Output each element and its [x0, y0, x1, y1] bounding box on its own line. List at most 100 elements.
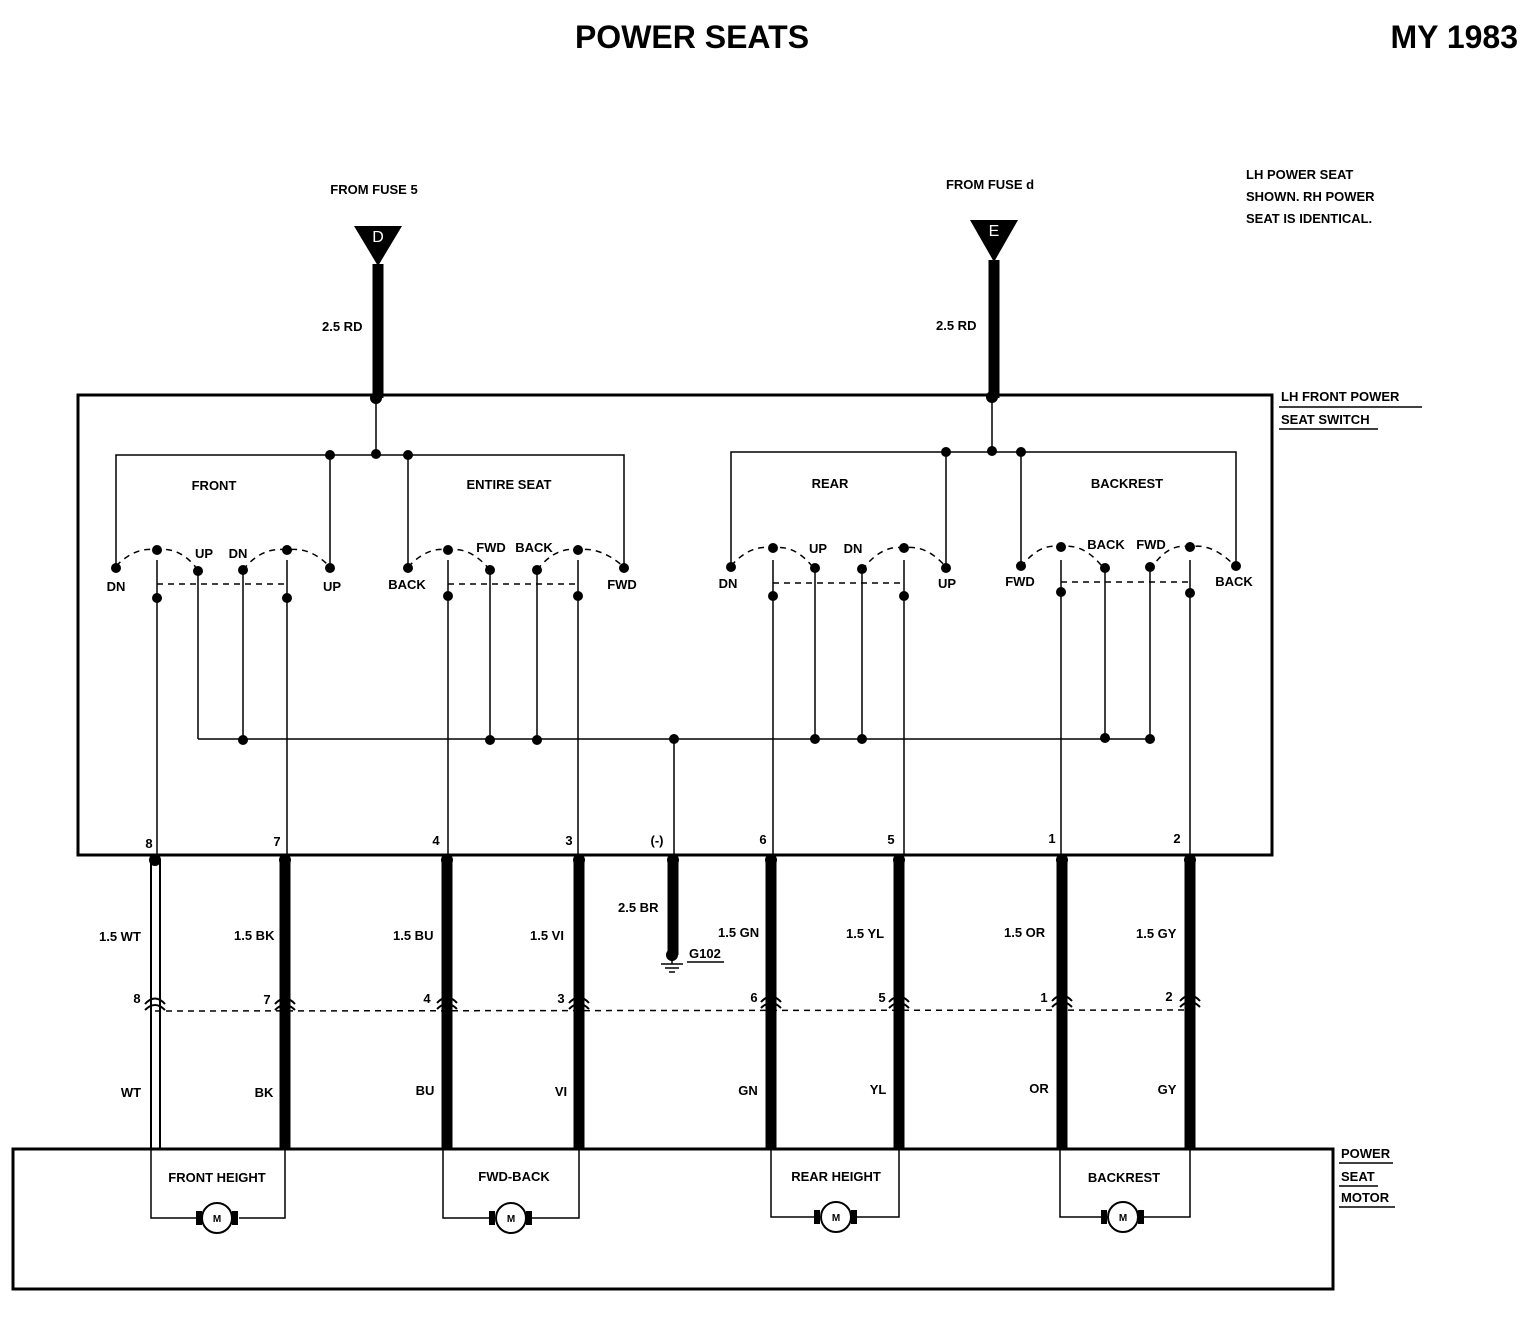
motor-backrest: BACKREST M — [1088, 1170, 1160, 1233]
feed-label: FROM FUSE 5 — [330, 182, 417, 197]
svg-text:DN: DN — [229, 546, 248, 561]
svg-text:8: 8 — [145, 836, 152, 851]
svg-text:1.5 GY: 1.5 GY — [1136, 926, 1177, 941]
ground-point-label: G102 — [689, 946, 721, 961]
svg-text:M: M — [1119, 1213, 1127, 1224]
svg-text:1.5 BU: 1.5 BU — [393, 928, 433, 943]
connector-triangle — [970, 220, 1018, 262]
section-rear-title: REAR — [812, 476, 849, 491]
svg-text:BACKREST: BACKREST — [1088, 1170, 1160, 1185]
note: LH POWER SEAT SHOWN. RH POWER SEAT IS ID… — [1246, 167, 1375, 226]
svg-text:GY: GY — [1158, 1082, 1177, 1097]
svg-text:5: 5 — [887, 832, 894, 847]
svg-text:4: 4 — [432, 833, 440, 848]
motor-fwd-back: FWD-BACK M — [478, 1169, 550, 1234]
svg-text:FWD-BACK: FWD-BACK — [478, 1169, 550, 1184]
svg-text:1.5 GN: 1.5 GN — [718, 925, 759, 940]
switch-box-outline — [76, 393, 1274, 857]
model-year: MY 1983 — [1391, 19, 1519, 55]
svg-text:BACK: BACK — [515, 540, 553, 555]
svg-text:UP: UP — [195, 546, 213, 561]
inline-connector: 8 7 4 3 6 5 1 2 — [133, 989, 1201, 1012]
svg-text:6: 6 — [750, 990, 757, 1005]
svg-text:SEAT: SEAT — [1341, 1169, 1375, 1184]
svg-text:2: 2 — [1173, 831, 1180, 846]
svg-text:(-): (-) — [651, 833, 664, 848]
svg-text:1.5 YL: 1.5 YL — [846, 926, 884, 941]
connector-letter: D — [372, 229, 384, 246]
svg-text:FRONT HEIGHT: FRONT HEIGHT — [168, 1170, 266, 1185]
svg-text:BACK: BACK — [388, 577, 426, 592]
svg-text:UP: UP — [938, 576, 956, 591]
switch-box-label: LH FRONT POWER — [1281, 389, 1400, 404]
svg-text:VI: VI — [555, 1084, 567, 1099]
svg-text:8: 8 — [133, 991, 140, 1006]
wire-labels: 1.5 WT 1.5 BK 1.5 BU 1.5 VI 1.5 GN 1.5 Y… — [99, 925, 1177, 944]
svg-text:GN: GN — [738, 1083, 758, 1098]
svg-text:1.5 OR: 1.5 OR — [1004, 925, 1046, 940]
connector-triangle — [354, 226, 402, 266]
svg-text:DN: DN — [107, 579, 126, 594]
svg-text:BK: BK — [255, 1085, 274, 1100]
svg-text:3: 3 — [557, 991, 564, 1006]
feed-e: FROM FUSE d E 2.5 RD — [936, 177, 1034, 398]
motor-front-height: FRONT HEIGHT M — [168, 1170, 266, 1234]
svg-text:1: 1 — [1048, 831, 1055, 846]
svg-text:WT: WT — [121, 1085, 141, 1100]
svg-text:1: 1 — [1040, 990, 1047, 1005]
motor-rear-height: REAR HEIGHT M — [791, 1169, 881, 1233]
svg-text:7: 7 — [273, 834, 280, 849]
switch-bus — [115, 398, 1237, 856]
note-line: SEAT IS IDENTICAL. — [1246, 211, 1372, 226]
connector-letter: E — [989, 223, 1000, 240]
svg-text:1.5 VI: 1.5 VI — [530, 928, 564, 943]
svg-text:YL: YL — [870, 1082, 887, 1097]
motor-box: POWER SEAT MOTOR FRONT HEIGHT M FWD-BACK — [11, 1146, 1395, 1291]
switch-pin-numbers: 8 7 4 3 (-) 6 5 1 2 — [145, 831, 1180, 851]
section-front-title: FRONT — [192, 478, 237, 493]
page-title: POWER SEATS — [575, 19, 809, 55]
svg-text:1.5 BK: 1.5 BK — [234, 928, 275, 943]
svg-text:5: 5 — [878, 990, 885, 1005]
svg-text:MOTOR: MOTOR — [1341, 1190, 1390, 1205]
section-backrest-title: BACKREST — [1091, 476, 1163, 491]
svg-text:FWD: FWD — [1005, 574, 1035, 589]
note-line: SHOWN. RH POWER — [1246, 189, 1375, 204]
svg-text:BACK: BACK — [1215, 574, 1253, 589]
svg-text:UP: UP — [809, 541, 827, 556]
contact-labels: DN UP DN UP BACK FWD BACK FWD DN UP DN U… — [107, 537, 1254, 594]
svg-text:4: 4 — [423, 991, 431, 1006]
svg-text:3: 3 — [565, 833, 572, 848]
svg-text:FWD: FWD — [607, 577, 637, 592]
svg-text:2: 2 — [1165, 989, 1172, 1004]
feed-wire-label: 2.5 RD — [322, 319, 362, 334]
svg-text:DN: DN — [844, 541, 863, 556]
feed-d: FROM FUSE 5 D 2.5 RD — [322, 182, 418, 398]
svg-text:OR: OR — [1029, 1081, 1049, 1096]
svg-text:1.5 WT: 1.5 WT — [99, 929, 141, 944]
svg-text:BACK: BACK — [1087, 537, 1125, 552]
junction-dots — [111, 391, 1241, 745]
svg-text:BU: BU — [416, 1083, 435, 1098]
svg-text:DN: DN — [719, 576, 738, 591]
svg-text:FWD: FWD — [1136, 537, 1166, 552]
svg-text:M: M — [832, 1213, 840, 1224]
feed-label: FROM FUSE d — [946, 177, 1034, 192]
svg-text:M: M — [213, 1214, 221, 1225]
ground-wire-label: 2.5 BR — [618, 900, 659, 915]
svg-text:M: M — [507, 1214, 515, 1225]
note-line: LH POWER SEAT — [1246, 167, 1353, 182]
motor-wire-labels: WT BK BU VI GN YL OR GY — [121, 1081, 1177, 1100]
svg-text:6: 6 — [759, 832, 766, 847]
svg-text:REAR HEIGHT: REAR HEIGHT — [791, 1169, 881, 1184]
section-entire-seat-title: ENTIRE SEAT — [467, 477, 552, 492]
switch-box-label: SEAT SWITCH — [1281, 412, 1370, 427]
svg-text:UP: UP — [323, 579, 341, 594]
switch-box: LH FRONT POWER SEAT SWITCH — [76, 389, 1422, 857]
feed-wire-label: 2.5 RD — [936, 318, 976, 333]
svg-text:7: 7 — [263, 992, 270, 1007]
ground: 2.5 BR G102 — [618, 854, 724, 973]
motor-box-outline — [11, 1147, 1335, 1291]
svg-text:POWER: POWER — [1341, 1146, 1391, 1161]
